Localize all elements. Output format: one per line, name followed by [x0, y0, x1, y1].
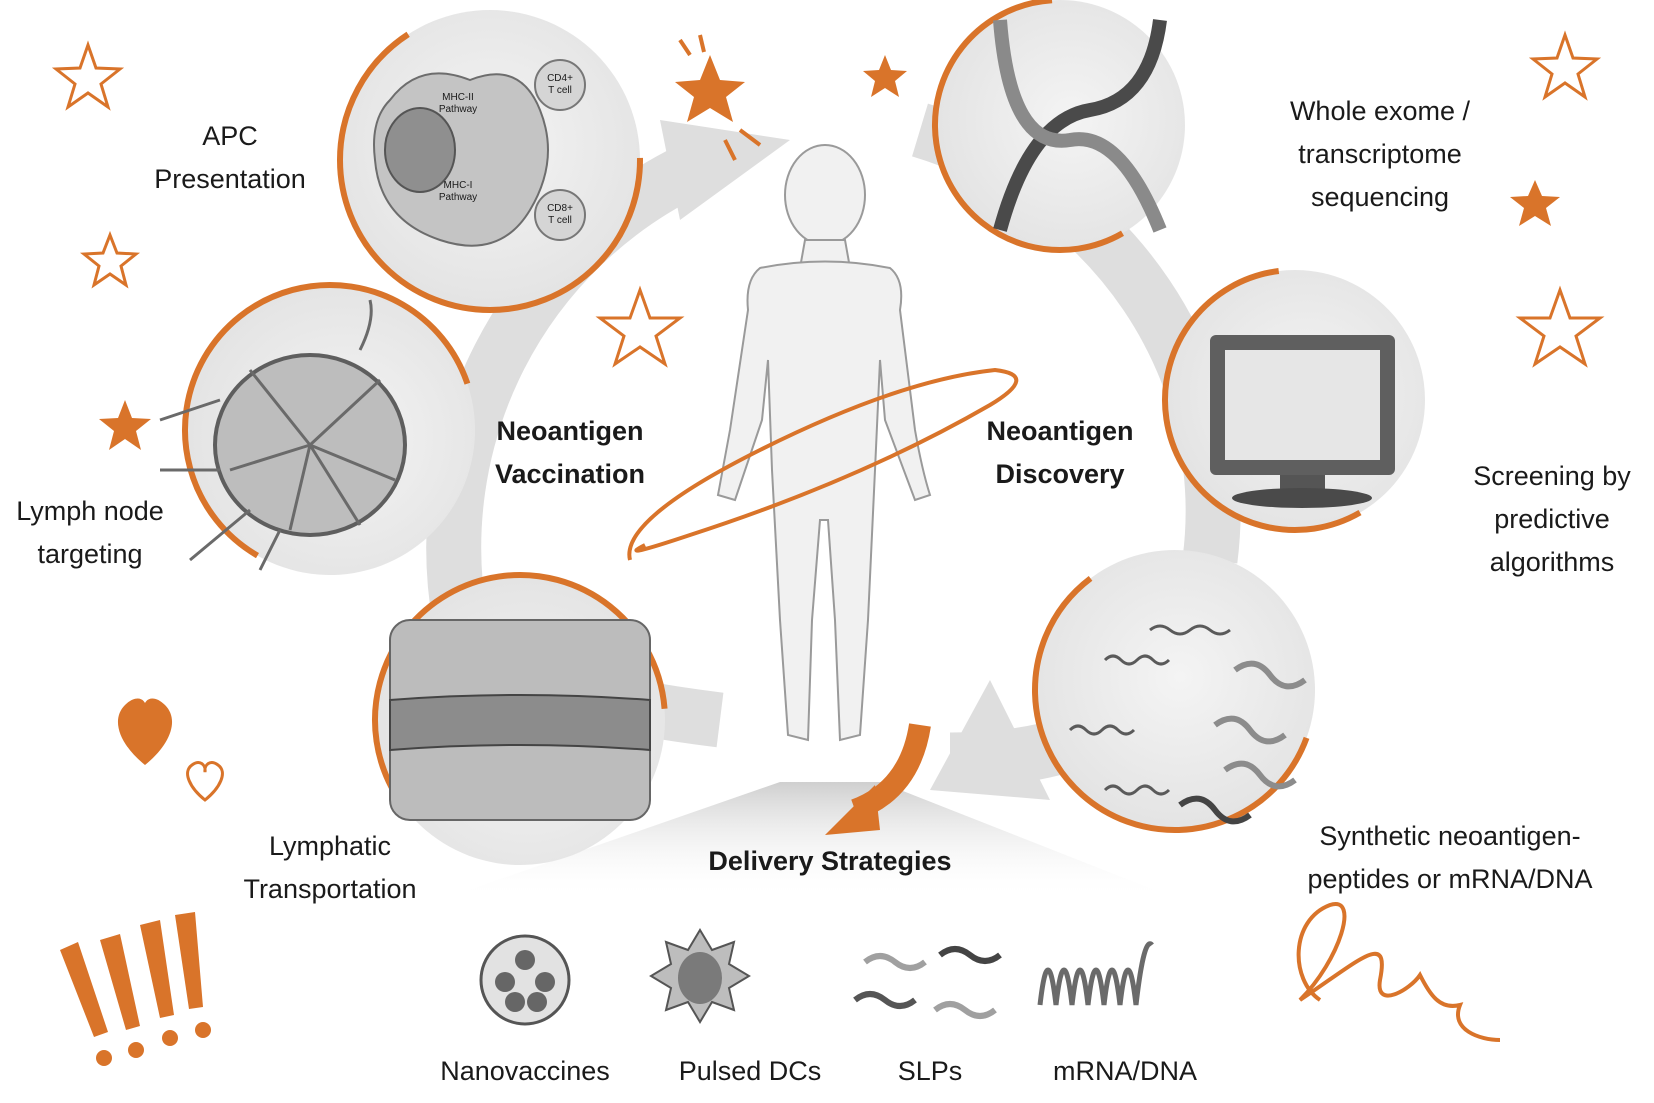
mrna-dna-icon — [1037, 941, 1154, 1006]
exclamation-icon — [60, 912, 211, 1066]
neoantigen-vaccination-title: Neoantigen Vaccination — [494, 416, 646, 489]
screening-label: Screening by predictive algorithms — [1473, 461, 1631, 577]
top-arrowhead — [660, 120, 790, 220]
star-outline-icon — [1528, 30, 1602, 101]
human-body-icon — [716, 144, 932, 742]
pulsed-dc-icon — [649, 928, 751, 1024]
star-outline-icon — [1515, 285, 1605, 368]
peptide-strands — [1068, 624, 1307, 825]
neoantigen-discovery-title: Neoantigen Discovery — [986, 416, 1134, 489]
screening-circle — [1162, 267, 1428, 533]
delivery-item-nanovaccines: Nanovaccines — [440, 1056, 610, 1086]
lymphatic-vessel — [389, 694, 651, 752]
star-outline-icon — [79, 230, 141, 289]
lymph-node-targeting-label: Lymph node targeting — [16, 496, 164, 569]
delivery-fan — [440, 782, 1180, 900]
star-icon — [863, 55, 907, 97]
dna-icon — [993, 19, 1167, 233]
star-icon — [1510, 180, 1560, 226]
slp-icon — [853, 946, 1002, 1019]
heart-outline-icon — [186, 761, 224, 802]
cd8-cell — [534, 189, 586, 241]
nanovaccine-icon — [479, 934, 571, 1026]
heart-icon — [117, 698, 173, 765]
lymphatic-transportation-label: Lymphatic Transportation — [243, 831, 417, 904]
decorations — [99, 55, 1560, 765]
monitor-icon — [1210, 335, 1395, 508]
cd4-t-cell-label: CD4+ T cell — [547, 73, 573, 96]
apc-nucleus — [384, 107, 456, 193]
mhc1-pathway-label: MHC-I Pathway — [438, 180, 478, 203]
swirl-icon — [1296, 902, 1501, 1042]
sequencing-circle — [932, 0, 1188, 253]
star-icon — [675, 55, 745, 122]
synthetic-circle — [1032, 547, 1318, 833]
star-outline-icon — [51, 40, 125, 111]
synthetic-label: Synthetic neoantigen- peptides or mRNA/D… — [1307, 821, 1593, 894]
apc-circle — [337, 7, 643, 313]
lymphatic-circle — [372, 572, 668, 868]
apc-presentation-label: APC Presentation — [154, 121, 306, 194]
delivery-item-pulsed-dcs: Pulsed DCs — [678, 1056, 822, 1086]
mhc2-pathway-label: MHC-II Pathway — [438, 92, 478, 115]
delivery-strategies-title: Delivery Strategies — [708, 846, 952, 876]
lymph-node-circle — [159, 282, 478, 578]
star-outline-icon — [595, 285, 685, 368]
cd4-cell — [534, 59, 586, 111]
delivery-item-slps: SLPs — [897, 1056, 963, 1086]
spark-lines — [678, 34, 762, 161]
sequencing-label: Whole exome / transcriptome sequencing — [1289, 96, 1471, 212]
outline-decorations — [51, 30, 1605, 1042]
bottom-arrowhead — [930, 680, 1050, 800]
cd8-t-cell-label: CD8+ T cell — [547, 203, 573, 226]
star-icon — [99, 400, 151, 450]
delivery-arrowhead — [825, 785, 880, 835]
orbit-swoosh — [627, 367, 1019, 561]
delivery-item-mrna-dna: mRNA/DNA — [1052, 1056, 1197, 1086]
